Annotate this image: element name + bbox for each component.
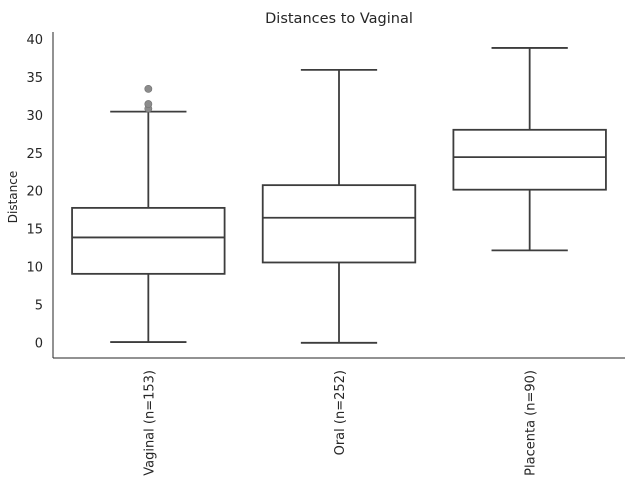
y-tick-label: 30 (26, 109, 43, 124)
x-tick-label: Vaginal (n=153) (142, 370, 157, 476)
y-tick-label: 5 (35, 298, 43, 313)
iqr-box (71, 206, 226, 275)
chart-title: Distances to Vaginal (265, 11, 413, 27)
x-tick-label: Placenta (n=90) (524, 370, 539, 476)
y-tick-label: 10 (26, 261, 43, 276)
box-2 (261, 69, 417, 344)
y-tick-labels: 0 5 10 15 20 25 30 35 40 (26, 33, 43, 351)
x-tick-label: Oral (n=252) (333, 370, 348, 455)
box-1 (71, 84, 226, 343)
y-tick-label: 15 (26, 223, 43, 238)
y-tick-label: 20 (26, 185, 43, 200)
y-tick-label: 0 (35, 336, 43, 351)
x-tick-labels: Vaginal (n=153) Oral (n=252) Placenta (n=9… (142, 370, 538, 476)
y-tick-label: 40 (26, 33, 43, 48)
outlier-point (144, 84, 153, 93)
iqr-box (261, 184, 417, 264)
box-3 (452, 47, 607, 252)
outlier-point (144, 100, 153, 108)
y-tick-label: 35 (26, 71, 43, 86)
boxes-group (71, 47, 607, 344)
y-axis-label: Distance (6, 171, 20, 223)
y-tick-label: 25 (26, 147, 43, 162)
iqr-box (452, 128, 607, 191)
